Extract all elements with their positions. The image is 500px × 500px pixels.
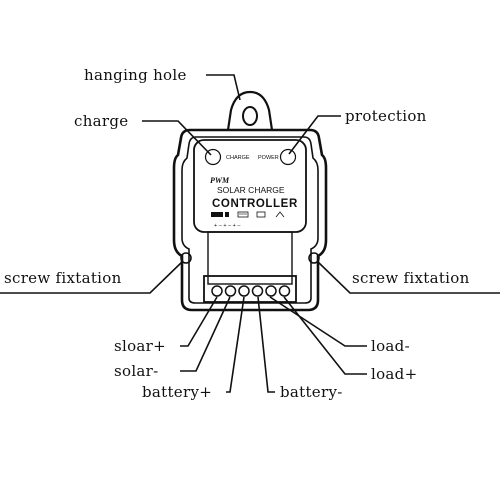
leader-solar-minus: [180, 296, 231, 372]
leader-screw-left: [0, 260, 184, 294]
leader-solar-plus: [180, 296, 218, 347]
label-solar-minus: solar-: [114, 362, 159, 380]
led-charge-label: CHARGE: [226, 155, 250, 161]
svg-text:+ – + – + –: + – + – + –: [214, 223, 241, 229]
controller-device: CHARGE POWER PWM SOLAR CHARGE CONTROLLER…: [172, 90, 328, 312]
terminal-screws: [211, 285, 291, 297]
leader-protection: [288, 115, 341, 155]
leader-hanging-hole: [206, 74, 241, 101]
leader-screw-right: [316, 260, 500, 294]
leader-battery-minus: [257, 296, 275, 393]
leader-battery-plus: [226, 296, 245, 393]
label-battery-minus: battery-: [280, 383, 343, 401]
callout-labels: hanging hole charge protection screw fix…: [4, 66, 470, 401]
protection-led: [279, 148, 297, 166]
label-load-minus: load-: [371, 337, 410, 355]
terminal-block: [203, 275, 297, 303]
brand-pwm: PWM: [210, 176, 230, 185]
leader-charge: [142, 120, 212, 156]
device-title-line1: SOLAR CHARGE: [217, 185, 285, 195]
label-load-plus: load+: [371, 365, 417, 383]
label-charge: charge: [74, 112, 128, 130]
screw-hole-right: [308, 252, 320, 264]
charge-led: [204, 148, 222, 166]
leader-lines: [0, 74, 500, 393]
screw-hole-left: [180, 252, 192, 264]
label-hanging-hole: hanging hole: [84, 66, 187, 84]
label-solar-plus: sloar+: [114, 337, 166, 355]
led-power-label: POWER: [258, 155, 279, 161]
label-screw-left: screw fixtation: [4, 269, 122, 287]
label-screw-right: screw fixtation: [352, 269, 470, 287]
leader-load-plus: [283, 296, 367, 375]
label-battery-plus: battery+: [142, 383, 212, 401]
hanging-loop: [226, 90, 274, 131]
hanging-hole: [242, 106, 258, 126]
label-protection: protection: [345, 107, 427, 125]
terminal-symbols: + – + – + –: [211, 211, 285, 229]
leader-load-minus: [269, 296, 367, 347]
device-title-line2: CONTROLLER: [212, 198, 298, 210]
